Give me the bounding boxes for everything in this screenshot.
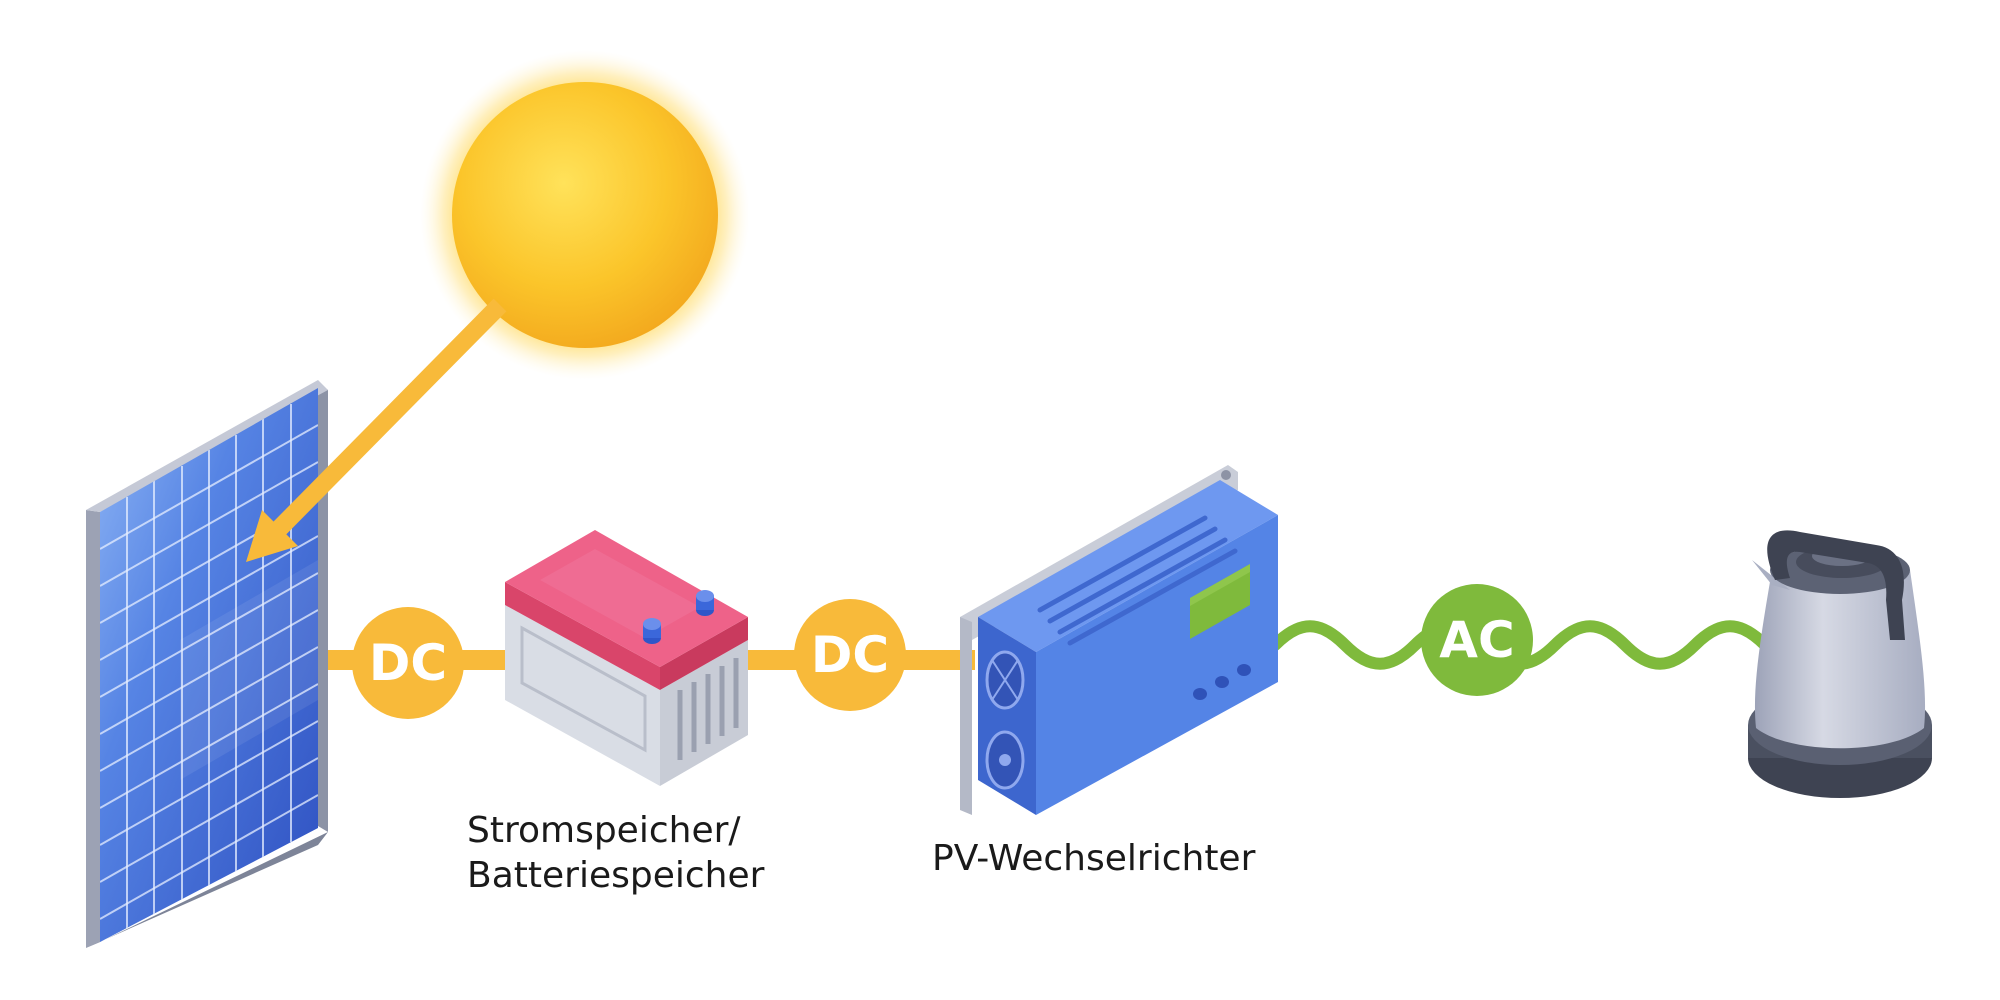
- battery-label-line1: Stromspeicher/: [467, 810, 741, 851]
- sun-icon: [420, 50, 750, 380]
- dc-badge-left: DC: [352, 607, 464, 719]
- kettle-icon: [1748, 530, 1932, 798]
- dc-badge-right: DC: [794, 599, 906, 711]
- sunlight-arrow-icon: [246, 298, 507, 562]
- battery-label-line2: Batteriespeicher: [467, 855, 765, 896]
- dc-badge-left-text: DC: [369, 634, 447, 692]
- ac-badge-text: AC: [1439, 611, 1514, 669]
- inverter-icon: [960, 465, 1278, 815]
- ac-badge: AC: [1421, 584, 1533, 696]
- inverter-label: PV-Wechselrichter: [932, 838, 1256, 879]
- battery-icon: [505, 530, 748, 786]
- solar-panel-icon: [86, 380, 328, 948]
- dc-badge-right-text: DC: [811, 626, 889, 684]
